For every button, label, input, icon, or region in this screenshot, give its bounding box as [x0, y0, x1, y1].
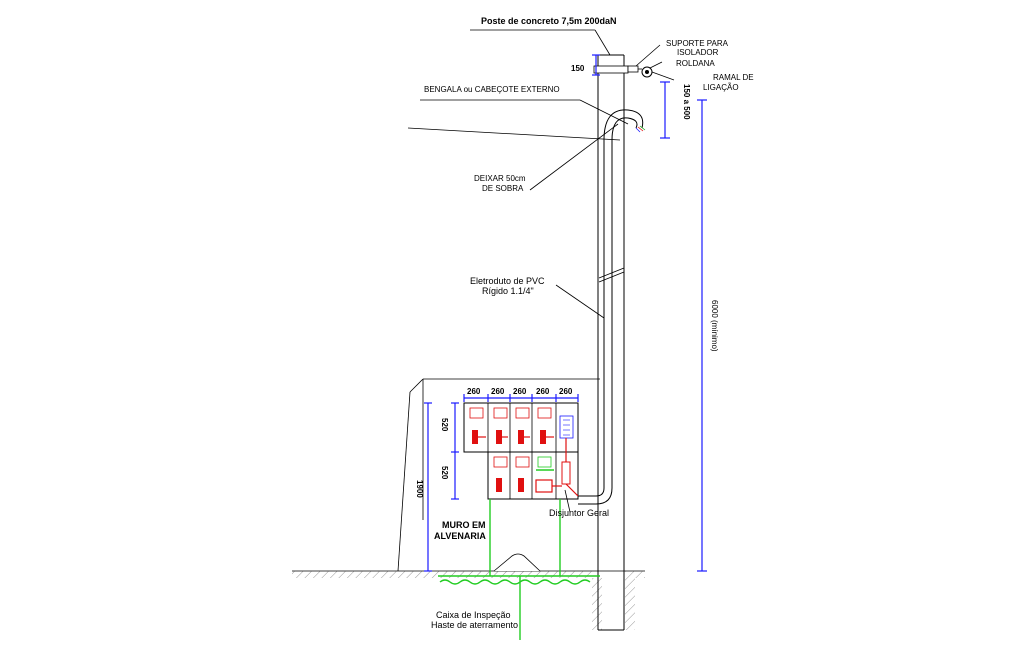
pvc-conduit — [578, 109, 646, 505]
dim-6000-min: 6000 (mínimo) — [710, 300, 719, 352]
dim-height-1900: 1900 — [415, 480, 424, 498]
eletroduto-label-1: Eletroduto de PVC — [470, 276, 545, 286]
ramal-label-2: LIGAÇÃO — [703, 83, 739, 92]
caixa-label: Caixa de Inspeção — [436, 610, 511, 620]
concrete-pole — [593, 54, 664, 631]
meter-5 — [493, 456, 508, 492]
roldana-label: ROLDANA — [676, 59, 715, 68]
dim-width-2: 260 — [491, 387, 505, 396]
meter-4 — [537, 407, 554, 444]
suporte-label-2: ISOLADOR — [677, 48, 719, 57]
meter-1 — [469, 407, 486, 444]
dim-height-520-top: 520 — [440, 418, 449, 432]
grounding-system — [438, 499, 600, 640]
bengala-label: BENGALA ou CABEÇOTE EXTERNO — [424, 85, 560, 94]
suporte-label-1: SUPORTE PARA — [666, 39, 729, 48]
eletroduto-label-2: Rígido 1.1/4" — [482, 286, 534, 296]
meter-boxes — [463, 402, 579, 500]
disjuntor-label: Disjuntor Geral — [549, 508, 609, 518]
dim-width-1: 260 — [467, 387, 481, 396]
pole-title: Poste de concreto 7,5m 200daN — [481, 16, 617, 26]
meter-2 — [493, 407, 508, 444]
main-breaker-panel — [559, 415, 579, 497]
ground — [292, 570, 645, 630]
muro-label-2: ALVENARIA — [434, 531, 486, 541]
meter-3 — [515, 407, 530, 444]
ramal-label-1: RAMAL DE — [713, 73, 754, 82]
dim-width-5: 260 — [559, 387, 573, 396]
muro-label-1: MURO EM — [442, 520, 486, 530]
deixar-label-2: DE SOBRA — [482, 184, 524, 193]
dim-150-top: 150 — [571, 64, 585, 73]
dim-height-520-bottom: 520 — [440, 466, 449, 480]
masonry-wall — [397, 378, 600, 572]
meter-6 — [515, 456, 530, 492]
deixar-label-1: DEIXAR 50cm — [474, 174, 526, 183]
haste-label: Haste de aterramento — [431, 620, 518, 630]
meter-7 — [535, 456, 562, 493]
dim-width-3: 260 — [513, 387, 527, 396]
dimension-lines — [424, 54, 707, 572]
leader-lines — [407, 29, 675, 513]
dim-150-500: 150 a 500 — [682, 84, 691, 120]
dim-width-4: 260 — [536, 387, 550, 396]
